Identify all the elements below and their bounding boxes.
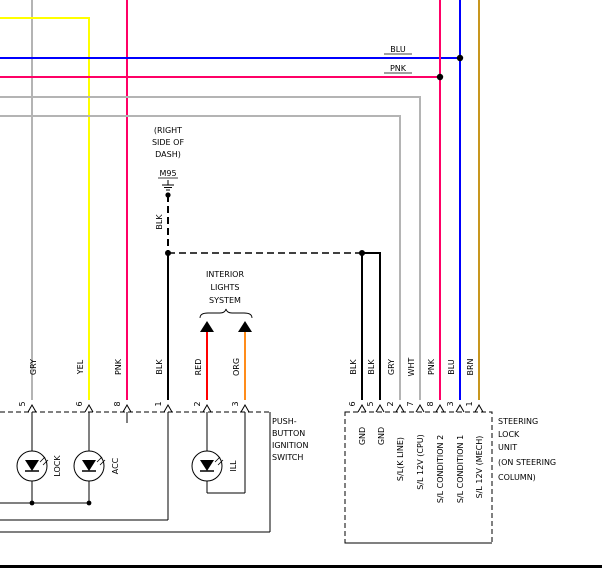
blu-wire-label: BLU [390,45,406,54]
steering-function-pin3: S/L CONDITION 1 [456,435,465,503]
led-ill-label: ILL [229,460,238,472]
blk-wire-pin5 [362,252,381,400]
steering-name-line2: LOCK [498,430,520,439]
switch-pin-3: 3 [231,401,240,406]
switch-pin-2: 2 [193,401,202,406]
steering-connector-terminals [357,403,484,413]
pnk-splice [436,73,444,81]
switch-name-line2: BUTTON [272,429,305,438]
blu-wire [0,0,461,400]
steering-function-pin7: S/L 12V (CPU) [416,434,425,489]
ground-location-line1: (RIGHT [154,126,182,135]
steering-wire-color-brn: BRN [466,358,475,375]
pnk-wire-label: PNK [390,64,407,73]
steering-wire-color-blk-1: BLK [349,359,358,375]
steering-wire-color-blu: BLU [447,359,456,375]
ground-ref: M95 [159,169,176,178]
switch-name-line1: PUSH- [272,417,297,426]
steering-name-line1: STEERING [498,417,538,426]
red-wire-arrow-icon [200,321,214,332]
yel-wire [0,17,90,400]
switch-wire-color-blk: BLK [155,359,164,375]
steering-name-line4: (ON STEERING [498,458,556,467]
switch-wire-color-gry: GRY [29,359,38,375]
steering-wire-color-gry: GRY [387,359,396,375]
switch-connector-terminals [27,403,250,413]
steering-pin-5: 5 [366,401,375,406]
led-acc-icon [73,450,106,482]
switch-name-line4: SWITCH [272,453,303,462]
switch-wire-color-pnk: PNK [114,358,123,375]
switch-internal-node-1 [29,500,35,506]
steering-pin-6: 6 [348,401,357,406]
switch-wire-color-yel: YEL [76,359,85,375]
led-lock-icon [16,450,49,482]
switch-pin-6: 6 [75,401,84,406]
steering-pin-2: 2 [386,401,395,406]
blk-ground-wire-label: BLK [155,214,164,230]
steering-function-pin2: S/L(K LINE) [396,437,405,481]
org-wire-arrow-icon [238,321,252,332]
led-ill-icon [191,450,224,482]
interior-lights-line3: SYSTEM [209,296,241,305]
ground-icon [162,180,174,191]
steering-lock-box [344,411,493,544]
steering-wire-color-pnk: PNK [427,358,436,375]
steering-name-line3: UNIT [498,443,517,452]
steering-wire-color-wht: WHT [407,357,416,376]
steering-pin-1: 1 [465,401,474,406]
interior-lights-brace [199,308,253,319]
gry-wire-1 [0,96,421,400]
pnk-wire [0,0,441,400]
led-acc-label: ACC [111,457,120,474]
ground-location-line3: DASH) [155,150,181,159]
interior-lights-line1: INTERIOR [206,270,245,279]
switch-internal-node-2 [86,500,92,506]
steering-wire-color-blk-2: BLK [367,359,376,375]
switch-pin-1: 1 [154,401,163,406]
led-lock-label: LOCK [53,455,62,477]
steering-function-pin8: S/L CONDITION 2 [436,435,445,503]
switch-pin-5: 5 [18,401,27,406]
steering-name-line5: COLUMN) [498,473,536,482]
switch-wire-color-red: RED [194,359,203,376]
page-bottom-rule [0,565,602,568]
switch-pin-8: 8 [113,401,122,406]
gry-wire-2 [0,115,401,400]
steering-function-pin1: S/L 12V (MECH) [475,436,484,499]
steering-function-pin6: GND [358,427,367,445]
steering-pin-7: 7 [406,401,415,406]
switch-wire-color-org: ORG [232,358,241,376]
interior-lights-line2: LIGHTS [211,283,240,292]
steering-pin-3: 3 [446,401,455,406]
blu-splice [456,54,464,62]
switch-name-line3: IGNITION [272,441,308,450]
steering-function-pin5: GND [377,427,386,445]
steering-pin-8: 8 [426,401,435,406]
ground-location-line2: SIDE OF [152,138,184,147]
